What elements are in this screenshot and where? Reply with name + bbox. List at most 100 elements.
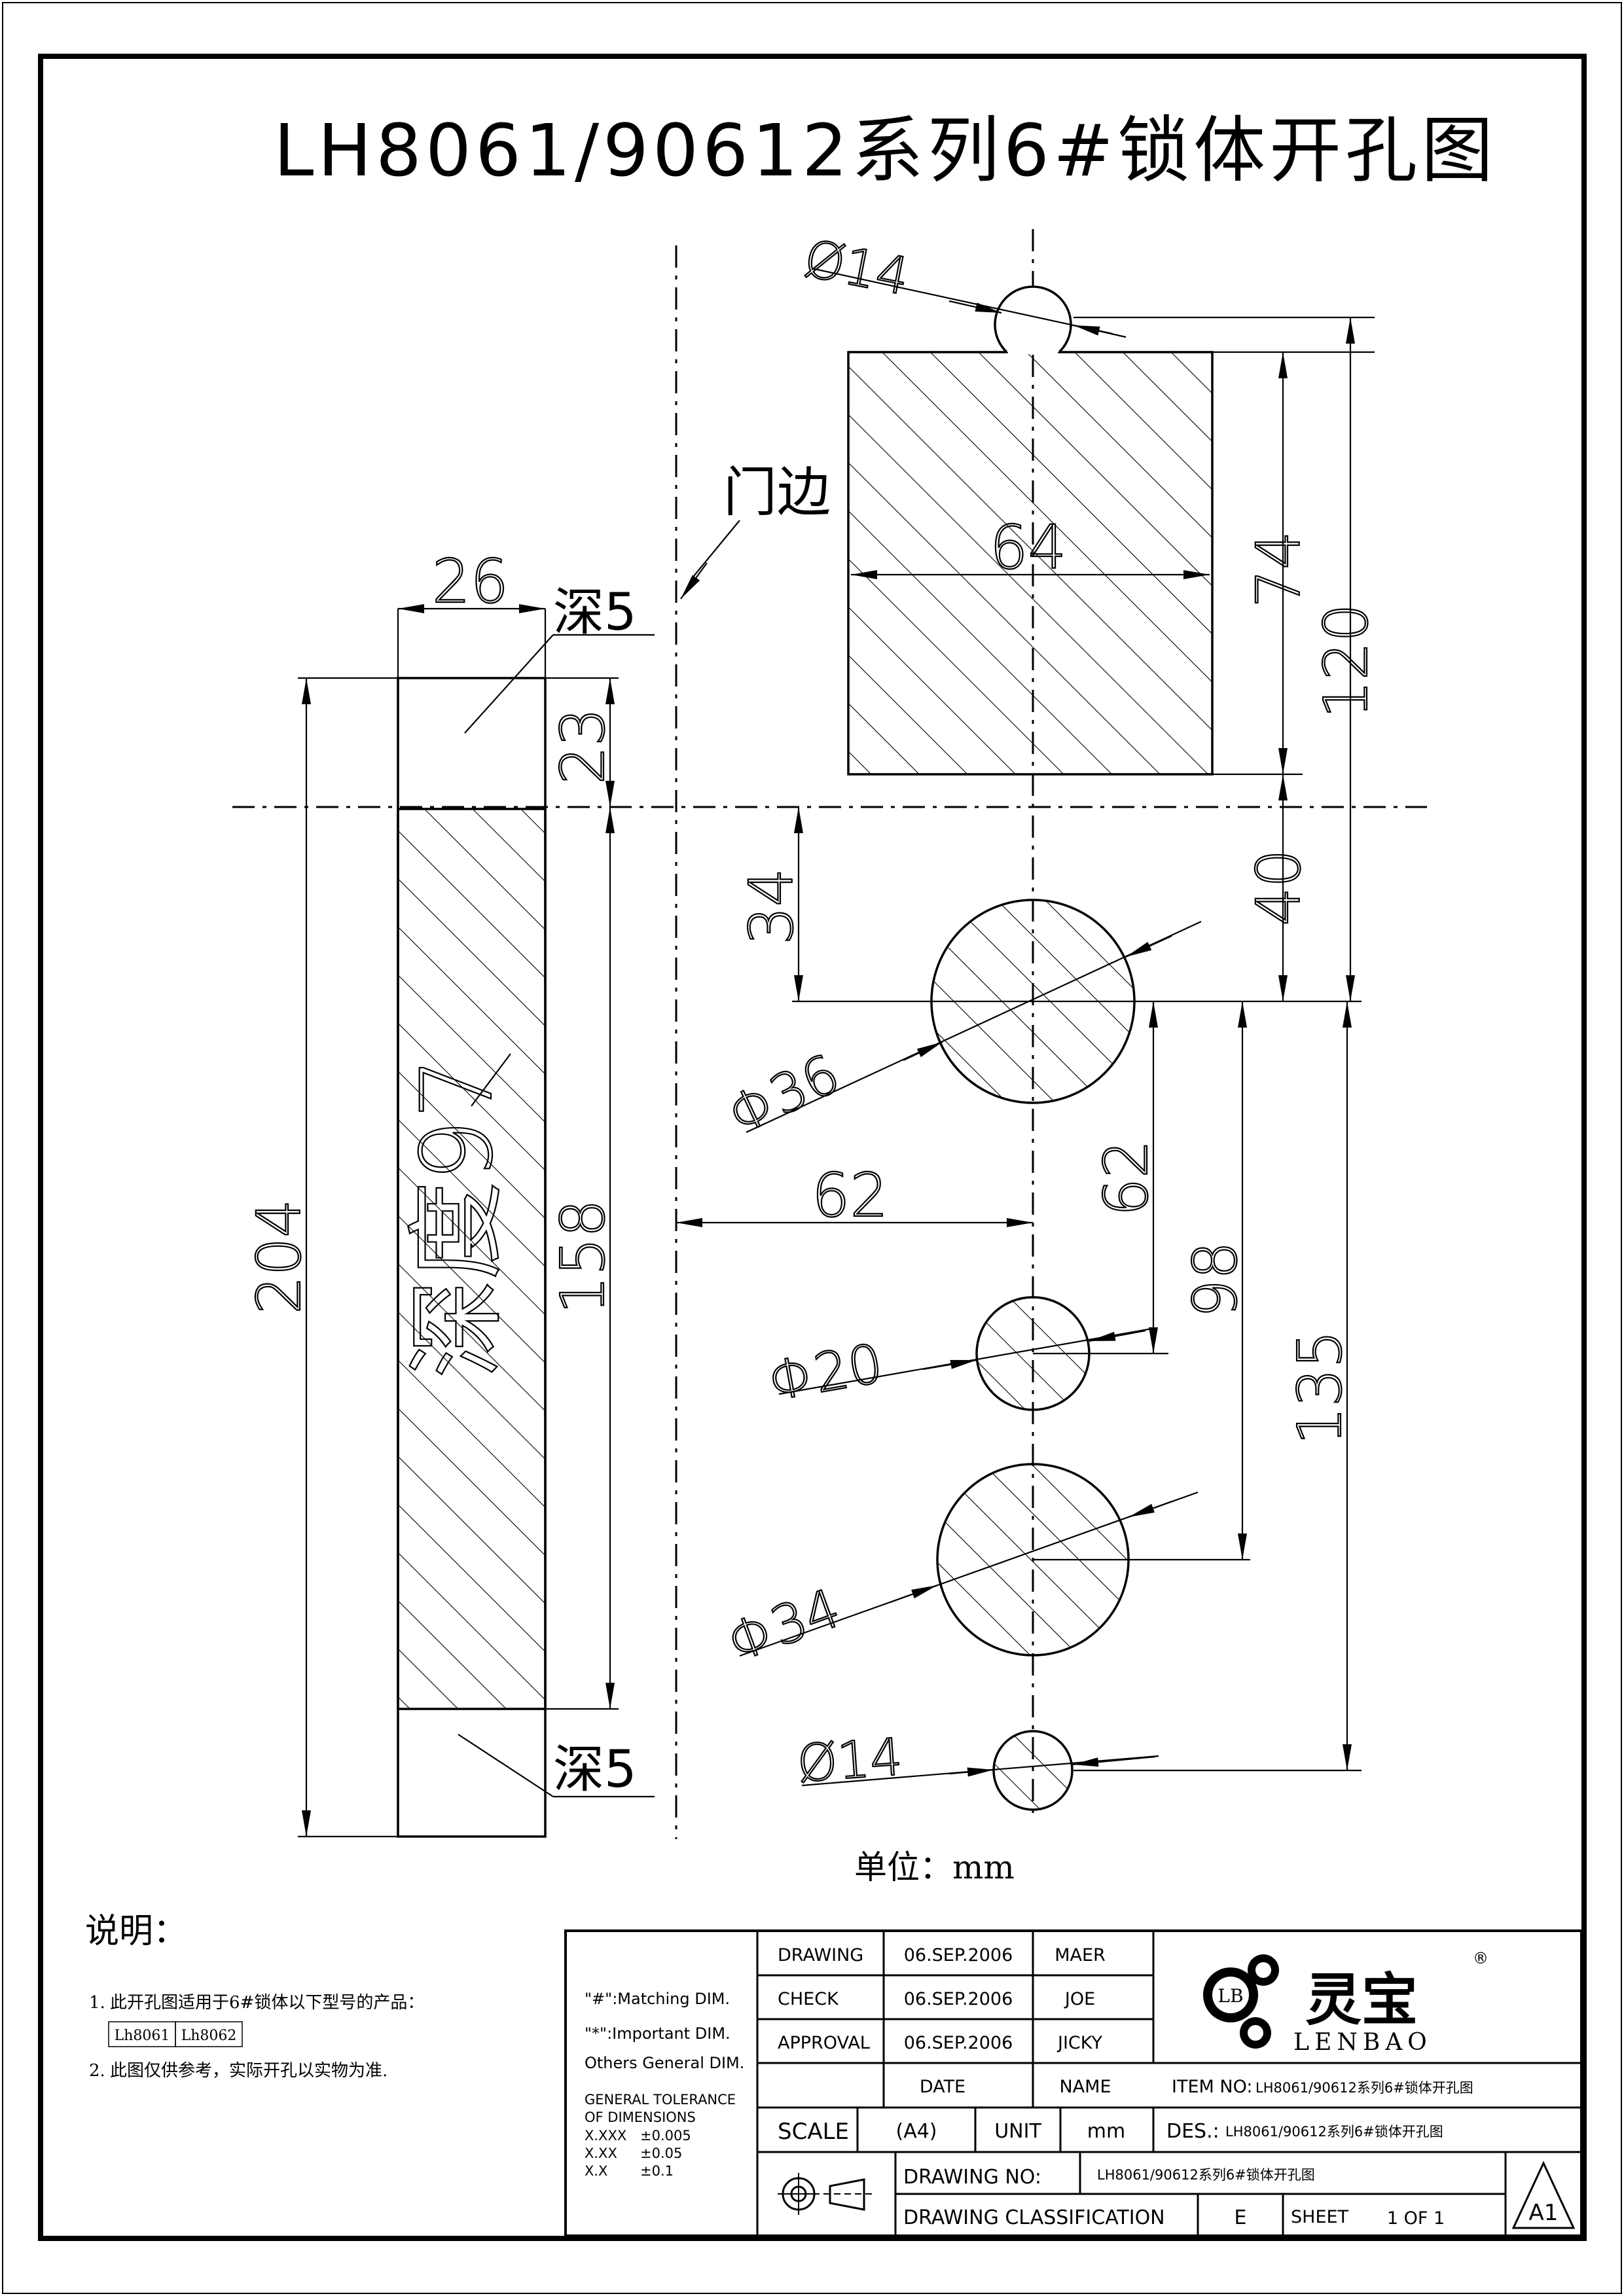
row-date-approval: 06.SEP.2006 xyxy=(904,2033,1013,2053)
door-edge-leader xyxy=(693,520,740,577)
dim-74-label: 74 xyxy=(1244,531,1314,607)
unit-label: 单位：mm xyxy=(854,1848,1015,1886)
dim-120-label: 120 xyxy=(1311,603,1381,719)
model-2: Lh8062 xyxy=(181,2028,237,2044)
des-label: DES.: xyxy=(1166,2120,1219,2143)
top-hole-dim-label: Ø14 xyxy=(799,229,914,307)
dim-34-label: 34 xyxy=(736,868,806,944)
tolerance-title-1: GENERAL TOLERANCE xyxy=(585,2092,736,2108)
depth-top-label: 深5 xyxy=(553,583,637,642)
drawing-title: LH8061/90612系列6#锁体开孔图 xyxy=(274,109,1497,192)
depth-bottom-leader xyxy=(458,1734,554,1797)
hole-36-arrow-a xyxy=(903,1041,943,1061)
item-no-value: LH8061/90612系列6#锁体开孔图 xyxy=(1255,2080,1473,2096)
row-date-drawing: 06.SEP.2006 xyxy=(904,1945,1013,1965)
logo-english: LENBAO xyxy=(1293,2029,1432,2056)
hole-34-arrow-b xyxy=(1128,1500,1172,1518)
tolerance-format-1: X.XXX xyxy=(585,2128,626,2144)
hole-20-dim-label: Φ20 xyxy=(764,1333,888,1414)
des-value: LH8061/90612系列6#锁体开孔图 xyxy=(1225,2124,1443,2140)
row-role-check: CHECK xyxy=(778,1989,839,2009)
unit-header: UNIT xyxy=(994,2120,1041,2143)
dim-204-label: 204 xyxy=(244,1199,314,1314)
hole-14-arrow-b xyxy=(1072,1755,1156,1767)
note-2-number: 2. xyxy=(89,2061,105,2081)
top-hole-14 xyxy=(994,285,1072,354)
tolerance-title-2: OF DIMENSIONS xyxy=(585,2109,696,2125)
hole-34-arrow-a xyxy=(890,1584,938,1604)
lock-case-cutout xyxy=(397,808,547,1710)
legend-others: Others General DIM. xyxy=(585,2054,744,2072)
legend-matching: "#":Matching DIM. xyxy=(585,1990,730,2008)
hole-14-arrow-a xyxy=(948,1767,994,1777)
sheet-size-label: A1 xyxy=(1529,2200,1559,2226)
item-no-label: ITEM NO: xyxy=(1172,2077,1252,2097)
hole-34-leader xyxy=(739,1491,1199,1657)
depth-top-leader xyxy=(464,634,554,734)
hole-14-dim-label: Ø14 xyxy=(795,1728,905,1794)
classification-value: E xyxy=(1235,2206,1247,2229)
note-2-text: 此图仅供参考，实际开孔以实物为准. xyxy=(110,2061,388,2081)
model-1: Lh8061 xyxy=(115,2028,170,2044)
top-hole-arrow-b xyxy=(1073,324,1127,338)
dim-64-label: 64 xyxy=(990,512,1066,583)
projection-symbol-icon xyxy=(778,2173,872,2215)
dim-backset-62-label: 62 xyxy=(812,1160,888,1230)
dim-40-label: 40 xyxy=(1244,849,1314,925)
note-1-text: 此开孔图适用于6#锁体以下型号的产品： xyxy=(110,1993,424,2013)
lenbao-logo: LB 灵宝 LENBAO ® xyxy=(1203,1949,1489,2056)
hole-36-leader xyxy=(746,921,1202,1133)
row-date-check: 06.SEP.2006 xyxy=(904,1989,1013,2009)
sheet-value: 1 OF 1 xyxy=(1387,2208,1445,2229)
hole-14-bottom xyxy=(992,1730,1074,1811)
hole-34-dim-label: Φ34 xyxy=(719,1577,848,1675)
classification-label: DRAWING CLASSIFICATION xyxy=(903,2206,1165,2229)
unit-value: mm xyxy=(1087,2120,1125,2143)
door-edge-arrow xyxy=(680,562,708,600)
note-1-number: 1. xyxy=(89,1993,105,2013)
title-block xyxy=(564,1929,1583,2237)
depth-main-label: 深度97 xyxy=(401,1057,514,1378)
depth-main-leader xyxy=(471,1053,511,1107)
logo-chinese: 灵宝 xyxy=(1305,1967,1418,2033)
hole-36-dim-label: Φ36 xyxy=(719,1043,849,1147)
row-name-check: JOE xyxy=(1064,1989,1095,2009)
name-header: NAME xyxy=(1059,2077,1111,2097)
door-edge-label: 门边 xyxy=(723,461,831,524)
sheet-label: SHEET xyxy=(1291,2207,1349,2227)
logo-mark: LB xyxy=(1218,1985,1243,2007)
logo-registered: ® xyxy=(1473,1949,1489,1967)
dim-23-label: 23 xyxy=(548,708,618,784)
frame-border xyxy=(38,54,1587,2241)
legend-important: "*":Important DIM. xyxy=(585,2024,731,2043)
top-hole-arrow-a xyxy=(948,300,1002,314)
dim-spacing-62-label: 62 xyxy=(1091,1139,1161,1216)
notes-heading: 说明： xyxy=(85,1912,187,1951)
scale-value: (A4) xyxy=(895,2120,937,2143)
scale-label: SCALE xyxy=(778,2119,849,2145)
row-role-drawing: DRAWING xyxy=(778,1945,863,1965)
depth-bottom-label: 深5 xyxy=(553,1740,637,1799)
tolerance-format-2: X.XX xyxy=(585,2145,617,2161)
lock-body-cutout xyxy=(847,351,1214,776)
dim-135-label: 135 xyxy=(1285,1330,1355,1445)
sheet-size-triangle-icon xyxy=(1511,2161,1576,2229)
dim-98-label: 98 xyxy=(1180,1241,1250,1318)
hole-20-arrow-a xyxy=(922,1359,977,1371)
drawing-no-value: LH8061/90612系列6#锁体开孔图 xyxy=(1097,2167,1315,2183)
row-name-drawing: MAER xyxy=(1055,1945,1106,1965)
hole-36-arrow-b xyxy=(1125,935,1172,958)
dim-158-label: 158 xyxy=(548,1199,618,1314)
row-role-approval: APPROVAL xyxy=(778,2033,870,2053)
tolerance-value-1: ±0.005 xyxy=(640,2128,691,2144)
drawing-no-label: DRAWING NO: xyxy=(903,2166,1041,2189)
date-header: DATE xyxy=(920,2077,965,2097)
tolerance-format-3: X.X xyxy=(585,2163,607,2179)
tolerance-value-2: ±0.05 xyxy=(640,2145,682,2161)
model-box-2 xyxy=(175,2021,243,2047)
top-hole-leader xyxy=(811,267,1113,335)
tolerance-value-3: ±0.1 xyxy=(640,2163,674,2179)
row-name-approval: JICKY xyxy=(1056,2033,1103,2053)
